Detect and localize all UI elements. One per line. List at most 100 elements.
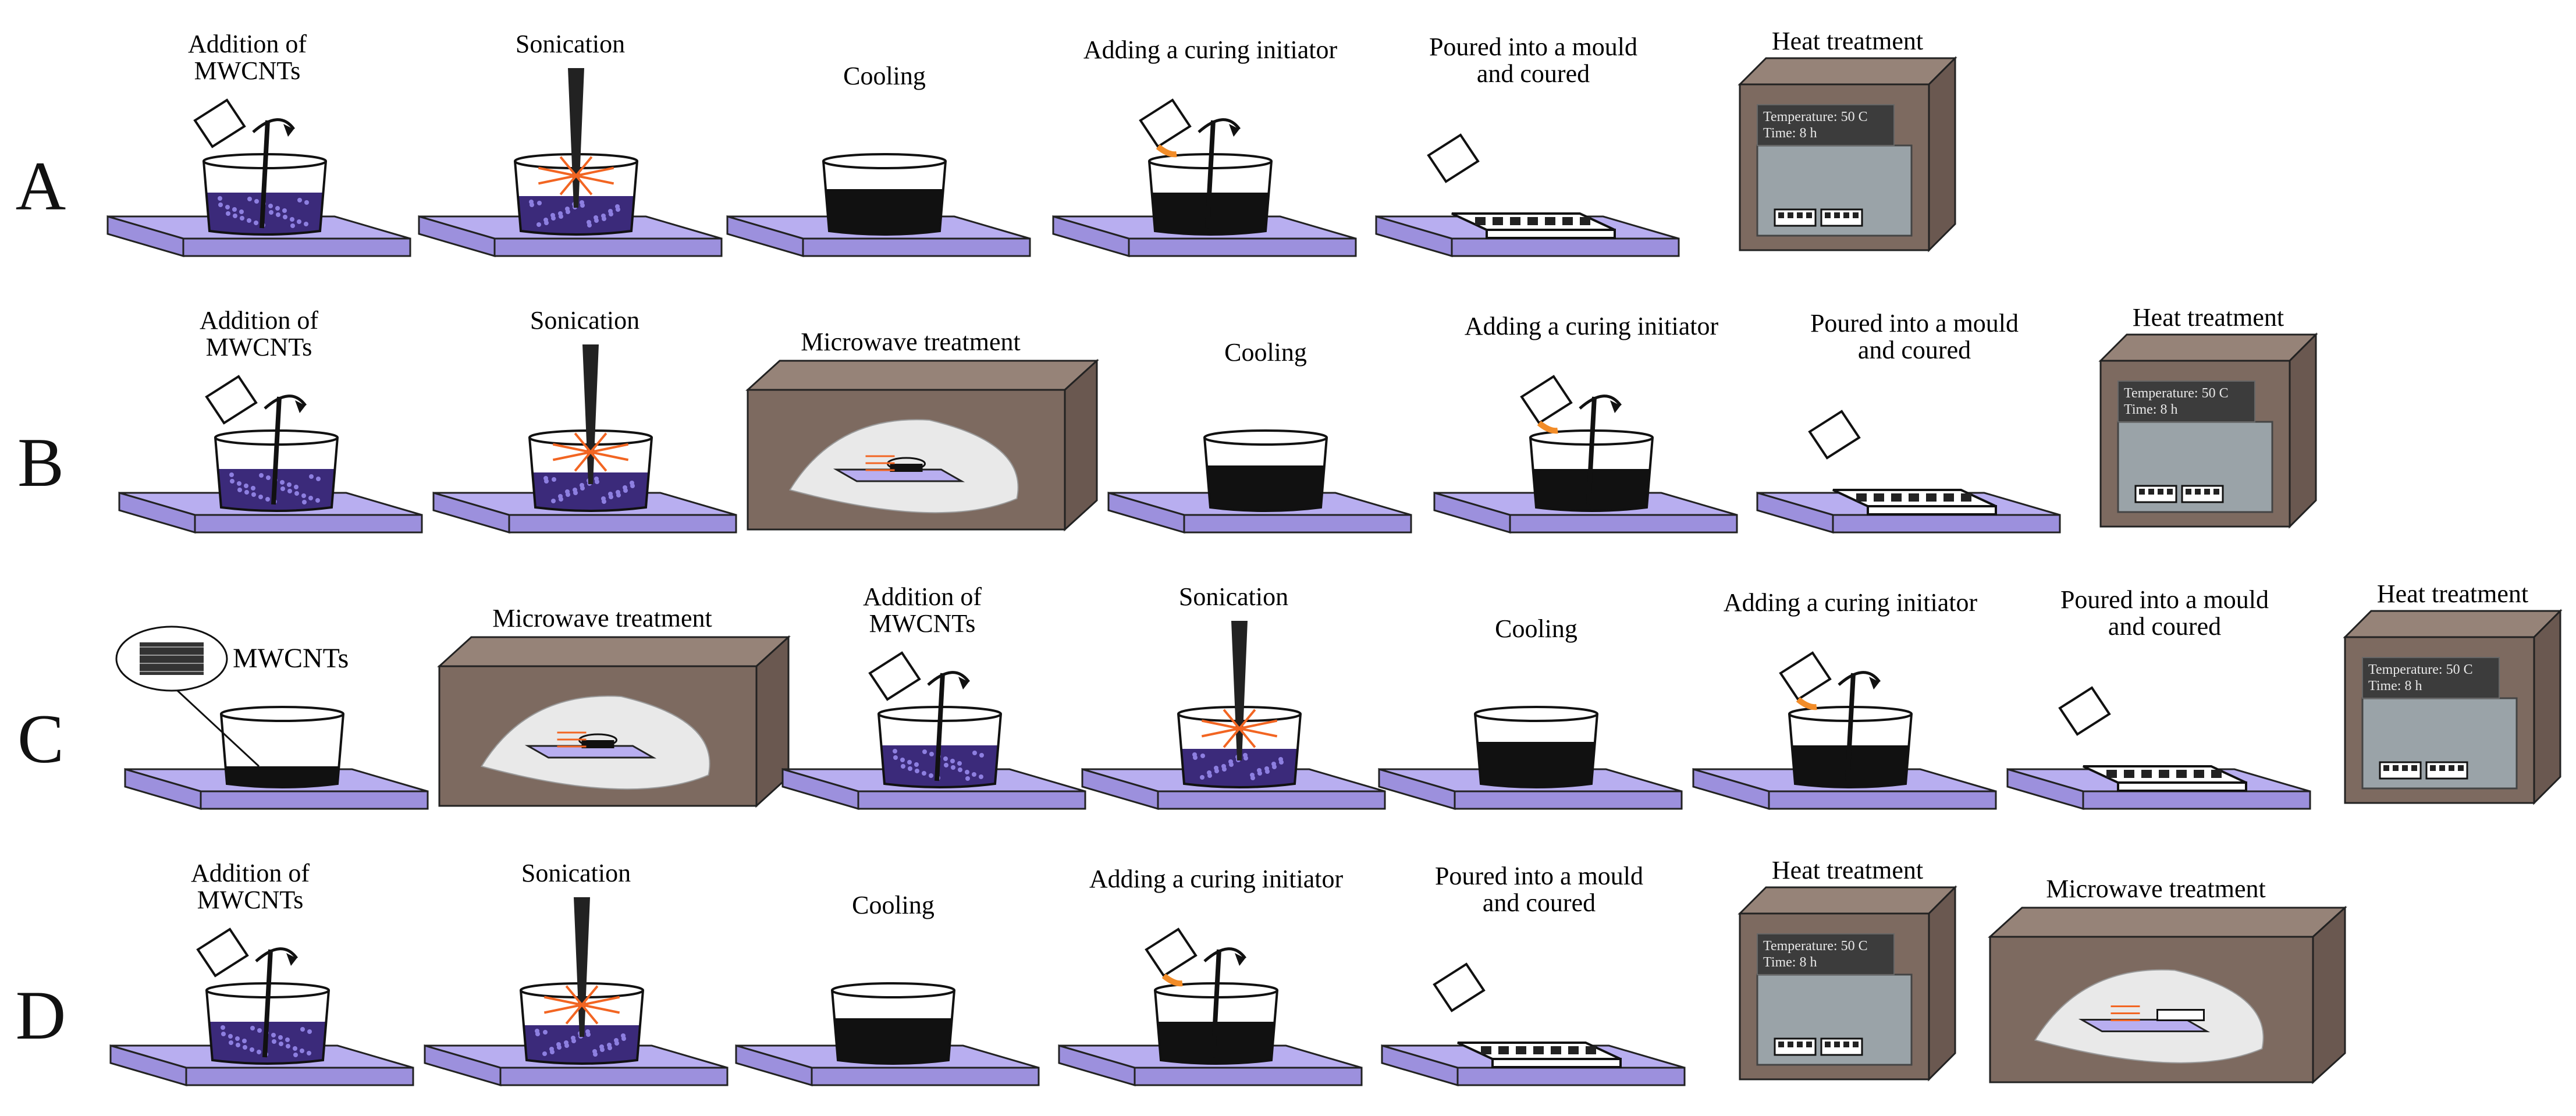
- mwcnt-particle: [1200, 754, 1205, 758]
- sample-cavity: [2458, 765, 2464, 771]
- mwcnt-particle: [1229, 762, 1234, 767]
- mould-cavity: [1545, 217, 1555, 225]
- beaker: [514, 161, 638, 236]
- beaker: [220, 713, 344, 788]
- oven-top: [1738, 886, 1957, 915]
- microwave-field: [2034, 969, 2264, 1064]
- liquid: [826, 189, 943, 234]
- stir-arrow: [252, 118, 296, 133]
- mwcnt-particle: [218, 202, 223, 207]
- mould-cavity: [1533, 1046, 1544, 1054]
- plate-front: [811, 1067, 1040, 1086]
- mwcnt-particle: [595, 479, 599, 484]
- mwcnt-particle: [1214, 769, 1219, 773]
- beaker-rim: [1474, 706, 1598, 722]
- mwcnt-particle: [908, 766, 912, 771]
- sample-cavity: [2195, 489, 2201, 495]
- ultrasonic-wave: [575, 175, 614, 185]
- step-caption: Heat treatment: [1772, 27, 1923, 55]
- mould-cavity: [1481, 1046, 1491, 1054]
- mwcnt-particle: [226, 211, 230, 216]
- ultrasonic-wave: [575, 175, 593, 196]
- oven-display-text: Temperature: 50 C: [2368, 662, 2473, 677]
- mwcnt-particle: [268, 204, 273, 208]
- step-caption: and coured: [2108, 612, 2221, 641]
- sample-cavity: [1806, 1042, 1812, 1047]
- mwcnt-particle: [271, 1033, 276, 1037]
- mwcnt-particle: [551, 216, 556, 221]
- stir-arrowhead: [295, 400, 305, 413]
- mwcnt-particle: [218, 196, 222, 201]
- beaker: [1148, 161, 1273, 236]
- sample-cavity: [2383, 765, 2389, 771]
- mwcnt-particle: [221, 1025, 225, 1030]
- mould-cavity: [2106, 770, 2117, 778]
- step-caption: and coured: [1858, 336, 1971, 364]
- row-d-step-3-cool: Cooling: [735, 891, 1040, 1087]
- stirring-rod: [935, 673, 945, 781]
- row-letter-a: A: [16, 147, 66, 225]
- step-caption: Cooling: [852, 891, 935, 919]
- mwcnt-particle: [307, 1029, 312, 1034]
- microwave-top: [745, 360, 1099, 391]
- step-caption: Microwave treatment: [2046, 875, 2266, 903]
- mould-front: [2117, 781, 2247, 792]
- sample-cavity: [1853, 212, 1859, 218]
- mwcnt-particle: [557, 1045, 562, 1050]
- oven-display: [1757, 933, 1895, 975]
- mwcnt-particle: [542, 1051, 547, 1056]
- mwcnt-particle: [236, 1043, 240, 1047]
- beaker: [1177, 713, 1302, 788]
- row-a-step-3-cool: Cooling: [726, 62, 1031, 258]
- mwcnt-particle: [235, 1036, 240, 1041]
- mould-cavity: [1891, 493, 1902, 502]
- oven-display: [2117, 381, 2255, 422]
- mwcnt-particle: [951, 765, 955, 770]
- mwcnt-particle: [309, 474, 314, 479]
- mwcnt-particle: [543, 1030, 548, 1035]
- sonicator-probe: [574, 897, 590, 1037]
- beaker: [205, 990, 330, 1065]
- mwcnt-particle: [893, 755, 898, 760]
- oven-display-text: Temperature: 50 C: [1763, 109, 1868, 125]
- mwcnt-particle: [609, 495, 613, 499]
- mwcnt-particle: [922, 749, 927, 754]
- sample-cavity: [2439, 765, 2445, 771]
- stirring-rod: [262, 949, 273, 1058]
- step-caption: MWCNTs: [869, 609, 976, 638]
- mwcnt-particle: [294, 485, 299, 489]
- oven-display-text: Time: 8 h: [1763, 955, 1817, 970]
- plate-front: [1183, 514, 1412, 534]
- step-caption: Heat treatment: [2133, 303, 2284, 332]
- mwcnt-particle: [550, 1050, 555, 1054]
- sample-cavity: [2402, 765, 2408, 771]
- pour-stream: [1156, 144, 1177, 158]
- sample-cavity: [1834, 212, 1840, 218]
- mwcnt-particle: [250, 1047, 254, 1052]
- mwcnt-particle: [275, 206, 280, 211]
- ultrasonic-wave: [574, 451, 592, 472]
- pour-stream: [1537, 421, 1558, 434]
- pouring-cup: [205, 375, 258, 425]
- step-caption: Heat treatment: [1772, 856, 1923, 884]
- small-beaker-liquid: [581, 740, 614, 748]
- sample-cavity: [1806, 212, 1812, 218]
- step-caption: Addition of: [188, 30, 307, 58]
- ultrasonic-wave: [552, 443, 591, 453]
- mould-cavity: [2211, 770, 2222, 778]
- mwcnt-particle: [907, 760, 912, 765]
- step-caption: Poured into a mould: [1810, 309, 2019, 337]
- sample-cavity: [1788, 1042, 1793, 1047]
- mwcnt-particle: [286, 1044, 290, 1049]
- mwcnt-particle: [237, 488, 242, 492]
- beaker: [1474, 713, 1598, 788]
- oven-top: [1738, 57, 1957, 86]
- stir-arrow: [1203, 947, 1247, 962]
- mwcnt-particle: [566, 492, 570, 497]
- step-caption: Microwave treatment: [492, 604, 712, 632]
- plate-front: [493, 237, 723, 257]
- sample-cavity: [1853, 1042, 1859, 1047]
